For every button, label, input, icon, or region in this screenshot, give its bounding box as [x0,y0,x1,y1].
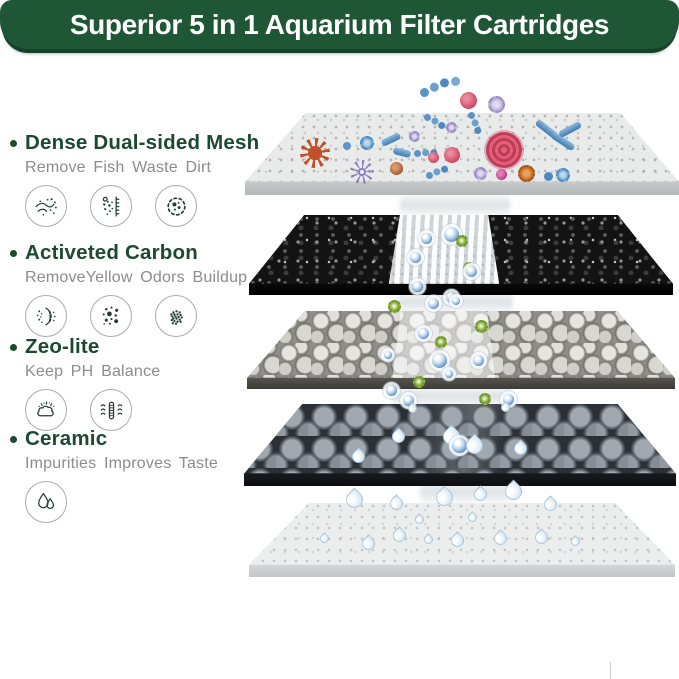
green-virus [456,235,468,247]
starburst-germ [300,138,330,168]
section-dense-mesh: Dense Dual-sided Mesh Remove Fish Waste … [10,131,259,227]
section-subtitle: Keep PH Balance [25,363,161,380]
bubble [412,281,423,292]
purple-virus [446,122,457,133]
blue-virus [360,136,374,150]
bubble [473,355,484,366]
red-germ [444,147,460,163]
purple-virus [409,131,420,142]
bullet [10,435,17,443]
bubble [384,351,392,359]
blue-germ-dot [343,142,351,150]
bullet [10,343,17,351]
bubble [445,370,453,378]
green-virus [479,393,491,405]
wind-waste-icon [25,185,67,227]
red-germ [428,152,439,163]
zeolite-layer [247,311,675,389]
dirt-mesh-icon [90,185,132,227]
carbon-granules-icon [155,295,197,337]
bubble [421,233,432,244]
water-stream [388,215,500,284]
section-title: Ceramic [25,427,108,450]
section-title: Dense Dual-sided Mesh [25,131,260,154]
green-virus [435,336,447,348]
bacteria-chain [418,86,431,99]
bubble [466,266,477,277]
bubble [432,353,447,368]
sparkle-germ [350,160,374,184]
water-flow [400,192,510,218]
bubble [446,292,457,303]
purple-virus [474,167,487,180]
section-subtitle: Remove Fish Waste Dirt [25,159,212,176]
section-subtitle: RemoveYellow Odors Buildup [25,269,248,286]
red-germ [460,92,477,109]
stone-absorb-icon [25,389,67,431]
divider-line [610,662,611,679]
magenta-germ [496,169,507,180]
blue-germ-dot [544,172,553,181]
odor-particles-icon [90,295,132,337]
bubble [386,385,397,396]
bullet [10,249,17,257]
activated-carbon-layer [249,215,673,295]
bubble [410,252,421,263]
orange-virus [518,165,535,182]
bubble [418,328,429,339]
bubble [444,227,459,242]
bubble [403,395,414,406]
germ-icon [155,185,197,227]
green-virus [475,320,488,333]
bubble [503,394,514,405]
rose-germ [486,132,522,168]
blue-virus [556,168,570,182]
header-banner: Superior 5 in 1 Aquarium Filter Cartridg… [0,0,679,49]
section-title: Activeted Carbon [25,241,198,264]
bubble [428,298,439,309]
section-activated-carbon: Activeted Carbon RemoveYellow Odors Buil… [10,241,247,337]
green-virus [413,376,425,388]
section-subtitle: Impurities Improves Taste [25,455,218,472]
brown-germ [390,162,403,175]
section-ceramic: Ceramic Impurities Improves Taste [10,427,218,523]
bubble [452,438,467,453]
page-title: Superior 5 in 1 Aquarium Filter Cartridg… [69,8,610,40]
carbon-filter-icon [25,295,67,337]
purple-virus [488,96,505,113]
green-virus [388,300,401,313]
bubble [452,297,460,305]
water-drops-icon [25,481,67,523]
ion-exchange-icon [90,389,132,431]
section-title: Zeo-lite [25,335,100,358]
bullet [10,139,17,147]
section-zeolite: Zeo-lite Keep PH Balance [10,335,160,431]
